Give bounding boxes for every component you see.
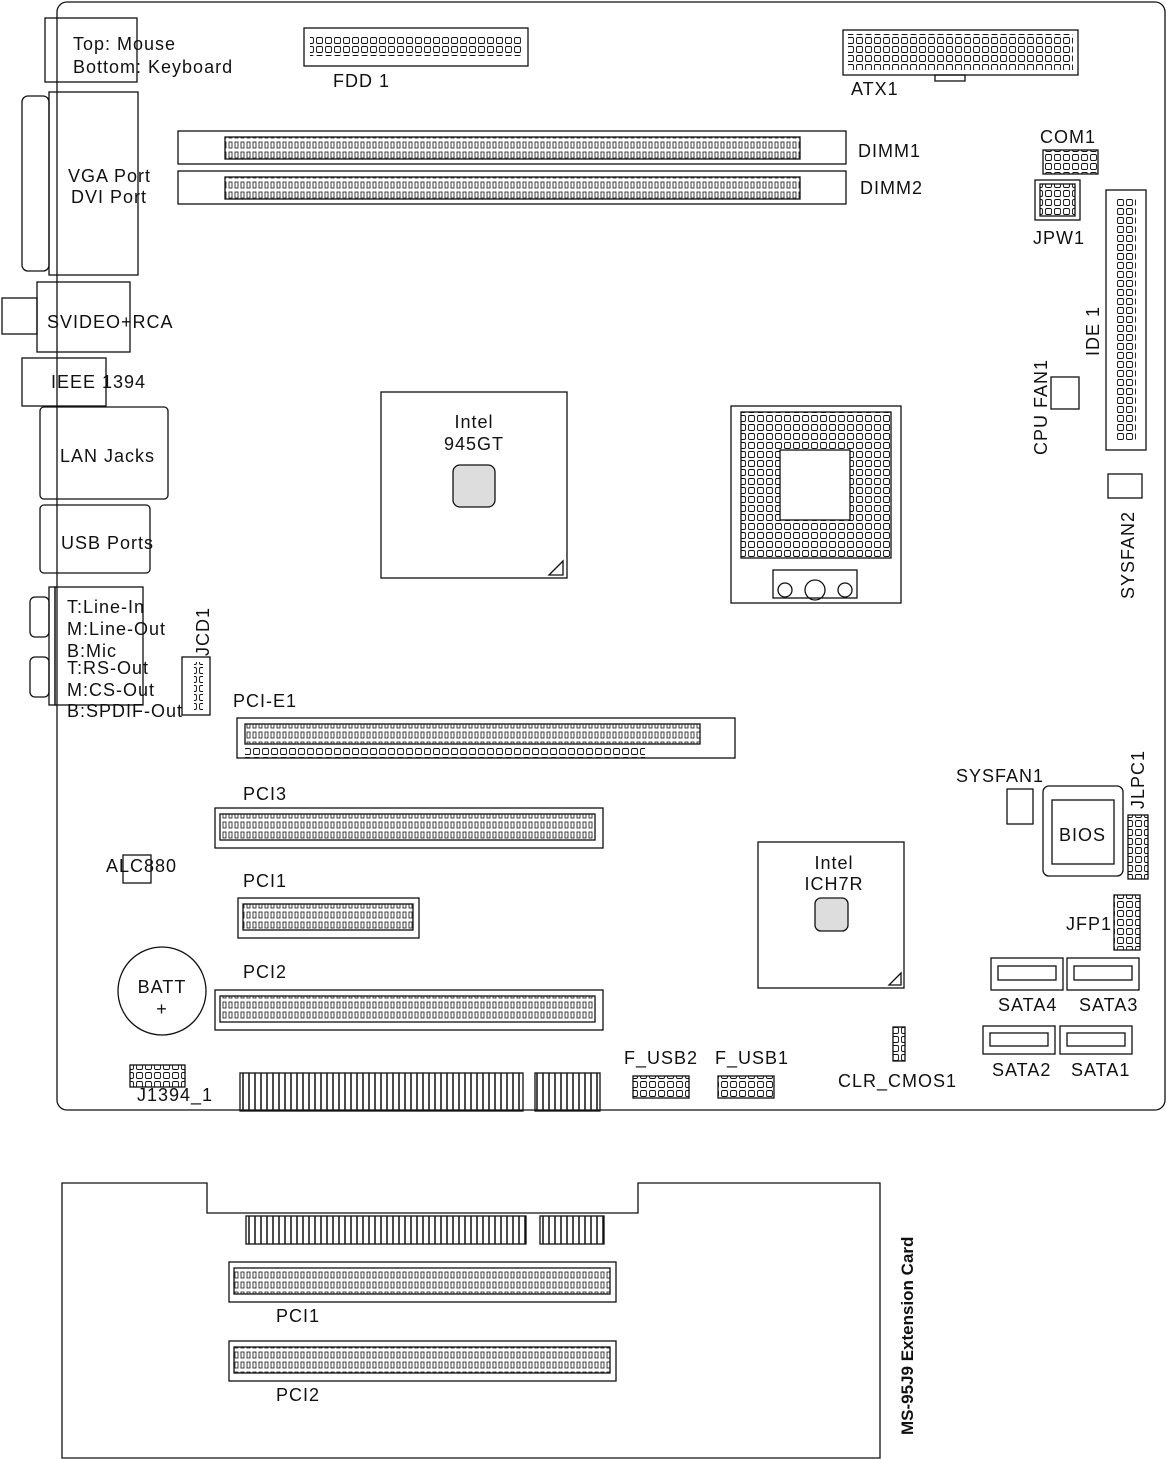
usb-label: USB Ports: [61, 533, 155, 553]
sata1-port: [1059, 1025, 1133, 1055]
audio-label: T:RS-Out: [67, 658, 150, 678]
audio-label: B:SPDIF-Out: [67, 701, 184, 721]
dimm2-label: DIMM2: [860, 178, 923, 198]
ext-pci1-label: PCI1: [276, 1306, 321, 1326]
sysfan1-label: SYSFAN1: [956, 766, 1045, 786]
extension-card-title: MS-95J9 Extension Card: [898, 1236, 917, 1435]
battery-plus: +: [156, 999, 168, 1019]
cpufan-connector: [1050, 376, 1080, 410]
usb-port: [39, 504, 151, 574]
cpufan-label: CPU FAN1: [1031, 358, 1051, 455]
svideo-label: SVIDEO+RCA: [47, 312, 174, 332]
j1394-header: [129, 1064, 186, 1088]
alc880-label: ALC880: [106, 856, 178, 876]
fdd-connector: [303, 27, 529, 67]
pci2-slot: [214, 989, 604, 1031]
jlpc-header: [1127, 814, 1149, 880]
northbridge-label-1: Intel: [454, 412, 494, 432]
pci1-label: PCI1: [243, 871, 288, 891]
ide-label: IDE 1: [1083, 305, 1103, 356]
northbridge-label-2: 945GT: [443, 434, 505, 454]
bios-chip: [1042, 785, 1124, 877]
bios-label: BIOS: [1059, 825, 1107, 845]
ps2-keyboard-label: Bottom: Keyboard: [73, 57, 234, 77]
sysfan1-connector: [1006, 788, 1034, 825]
fusb1-header: [717, 1075, 775, 1099]
sysfan2-connector: [1107, 473, 1143, 499]
vga-label: VGA Port: [68, 166, 152, 186]
southbridge-label-1: Intel: [814, 853, 854, 873]
lan-port: [39, 406, 169, 500]
ext-pci2-label: PCI2: [276, 1385, 321, 1405]
jpw-label: JPW1: [1033, 228, 1086, 248]
board-outline: [56, 1, 1166, 1111]
sata3-port: [1066, 957, 1140, 991]
ieee-label: IEEE 1394: [51, 372, 147, 392]
j1394-label: J1394_1: [137, 1085, 214, 1105]
audio-label: M:Line-Out: [67, 619, 167, 639]
jlpc-label: JLPC1: [1128, 749, 1148, 809]
northbridge-chip: [380, 391, 568, 579]
audio-label: T:Line-In: [67, 597, 146, 617]
pci3-slot: [214, 807, 604, 849]
jcd-label: JCD1: [193, 606, 213, 656]
southbridge-label-2: ICH7R: [804, 874, 864, 894]
pcie-label: PCI-E1: [233, 691, 298, 711]
battery-label: BATT: [137, 977, 187, 997]
pci2-label: PCI2: [243, 962, 288, 982]
sata4-label: SATA4: [998, 995, 1058, 1015]
clr-cmos-jumper: [892, 1026, 906, 1062]
jfp-label: JFP1: [1066, 914, 1113, 934]
cpu-socket: [730, 405, 902, 604]
fusb2-label: F_USB2: [624, 1048, 699, 1068]
dimm1-label: DIMM1: [858, 141, 921, 161]
sata2-port: [982, 1025, 1056, 1055]
sata4-port: [990, 957, 1064, 991]
sata1-label: SATA1: [1071, 1060, 1131, 1080]
jfp-header: [1113, 894, 1141, 951]
com-header: [1042, 149, 1099, 175]
dimm1-slot: [177, 130, 847, 165]
clr-cmos-label: CLR_CMOS1: [838, 1071, 958, 1091]
ext-pci2-slot: [228, 1340, 617, 1382]
jcd-connector: [181, 656, 211, 716]
audio-label: M:CS-Out: [67, 680, 156, 700]
pci1-slot: [237, 897, 420, 939]
jpw-connector: [1034, 179, 1081, 221]
ext-edge-connector: [245, 1215, 527, 1245]
alc880-chip: [122, 854, 152, 884]
audio-label: B:Mic: [67, 641, 117, 661]
atx-label: ATX1: [851, 79, 899, 99]
southbridge-chip: [757, 841, 905, 989]
ieee1394-port: [21, 357, 107, 407]
lan-label: LAN Jacks: [60, 446, 156, 466]
fusb2-header: [632, 1075, 690, 1099]
fusb1-label: F_USB1: [715, 1048, 790, 1068]
com-label: COM1: [1040, 127, 1097, 147]
ps2-port: [44, 17, 138, 83]
sata2-label: SATA2: [992, 1060, 1052, 1080]
extension-card-outline: [61, 1182, 881, 1459]
dvi-label: DVI Port: [71, 187, 148, 207]
sysfan2-label: SYSFAN2: [1118, 510, 1138, 599]
battery: [117, 946, 207, 1036]
dimm2-slot: [177, 170, 847, 205]
sata3-label: SATA3: [1079, 995, 1139, 1015]
ps2-mouse-label: Top: Mouse: [73, 34, 177, 54]
ide-connector: [1105, 189, 1147, 451]
ext-pci1-slot: [228, 1261, 617, 1303]
fdd-label: FDD 1: [333, 71, 391, 91]
edge-connector: [239, 1072, 524, 1112]
pci3-label: PCI3: [243, 784, 288, 804]
